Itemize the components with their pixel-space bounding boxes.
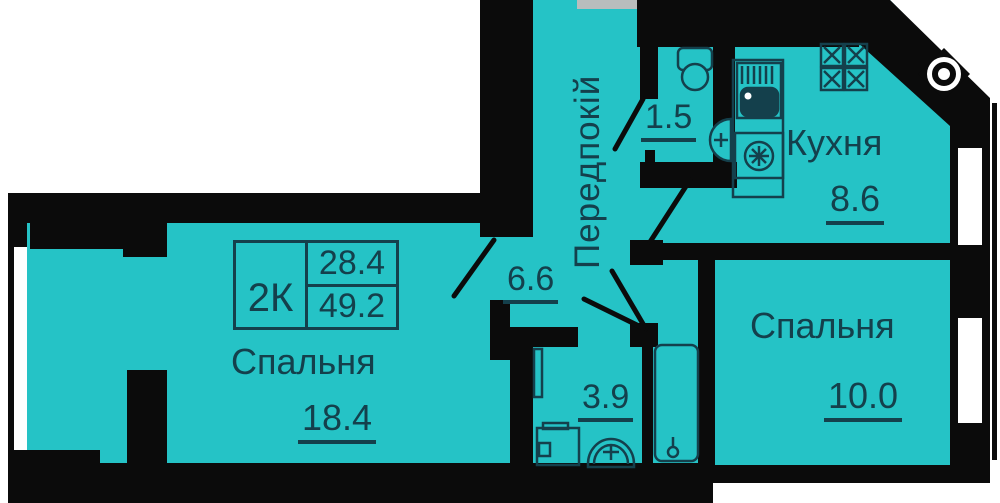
- washbasin-icon: [586, 437, 636, 469]
- kitchen-fan-icon: [733, 131, 785, 180]
- wall-notch: [123, 223, 167, 257]
- toilet-icon: [676, 46, 714, 92]
- hallway-label: Передпокій: [568, 74, 607, 269]
- living-area-value: 28.4: [308, 243, 396, 287]
- window-bedroom-small: [958, 318, 982, 423]
- door-kitchen: [647, 177, 693, 245]
- bedroom-large-label: Спальня: [231, 341, 376, 382]
- door-bedroom-large: [451, 237, 497, 299]
- windows: [14, 148, 982, 450]
- wall-pilaster: [127, 370, 167, 470]
- facade-line: [992, 103, 997, 460]
- apartment-info-box: 2К 28.4 49.2: [233, 240, 399, 330]
- entrance-door: [577, 0, 637, 9]
- apartment-type-label: 2К: [236, 243, 308, 327]
- total-area-value: 49.2: [318, 287, 386, 326]
- door-wc: [612, 96, 646, 152]
- bathroom-area: 3.9: [578, 380, 634, 422]
- door-bathroom: [609, 268, 649, 332]
- bedroom-large-area: 18.4: [298, 400, 377, 444]
- window-kitchen: [958, 148, 982, 245]
- bedroom-small-label: Спальня: [750, 305, 895, 346]
- stove-icon: [819, 42, 869, 92]
- window-bedroom-large: [14, 247, 27, 450]
- door-swings: [451, 96, 693, 332]
- closet-icon: [653, 343, 700, 463]
- hallway-area: 6.6: [503, 262, 559, 304]
- bedroom-small-area: 10.0: [824, 378, 903, 422]
- vent-column-icon: [918, 48, 970, 100]
- kitchen-sink-icon: [731, 58, 785, 199]
- kitchen-area: 8.6: [826, 181, 885, 225]
- apartment-floor: [8, 0, 990, 503]
- wc-area: 1.5: [641, 100, 697, 142]
- door-bathroom-swing: [581, 296, 646, 331]
- washing-machine-icon: [535, 421, 581, 467]
- wc-sink-icon: [708, 117, 733, 163]
- kitchen-label: Кухня: [786, 122, 883, 163]
- towel-rail-icon: [532, 347, 544, 399]
